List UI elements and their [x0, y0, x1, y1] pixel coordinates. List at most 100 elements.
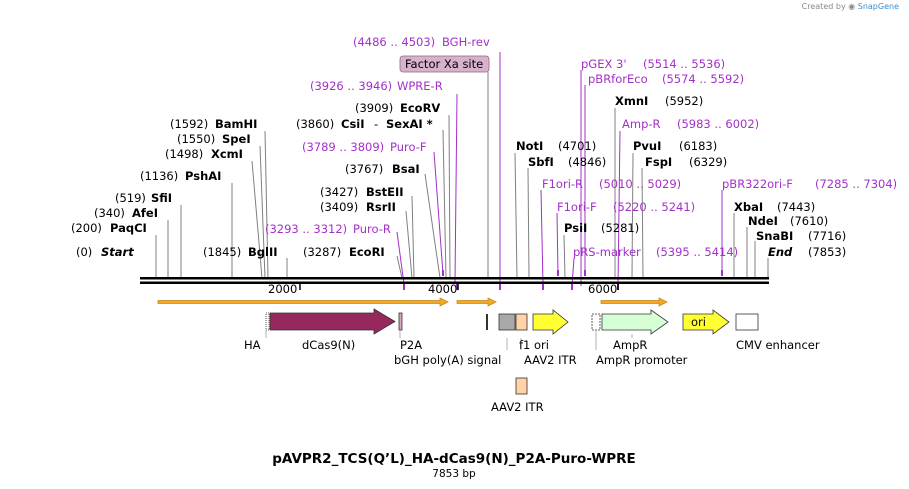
label-pbrforeco: pBRforEco: [588, 72, 648, 86]
orf-arrow-1: [157, 297, 449, 307]
label-bp-1550: (1550): [177, 132, 215, 146]
label-xcmi: XcmI: [211, 147, 243, 161]
label-f1ori-r: F1ori-R: [542, 177, 583, 191]
leader-fspi: [641, 167, 644, 279]
leader-purof: [433, 151, 444, 275]
ruler-tick-2000: 2000: [268, 282, 297, 296]
credit-prefix: Created by: [801, 2, 846, 11]
snapgene-credit: Created by ◉ SnapGene: [802, 2, 899, 11]
leader-prsmarker: [571, 257, 575, 287]
label-bp-1592: (1592): [170, 117, 208, 131]
leader-csii: [442, 129, 447, 279]
feature-bgh: [498, 313, 516, 331]
leader-bsai: [424, 173, 441, 279]
feature-label-p2a: P2A: [400, 338, 422, 352]
label-bp-340: (340): [94, 206, 125, 220]
features: [265, 55, 759, 395]
label-bp-3767: (3767): [345, 162, 383, 176]
feature-label-ori: ori: [691, 315, 706, 329]
label-sbfi: SbfI: [528, 155, 554, 169]
label-snabi: SnaBI: [756, 229, 793, 243]
label-sfii: SfiI: [151, 191, 172, 205]
label-bp-5010: (5010 .. 5029): [599, 177, 681, 191]
label-bp-3860: (3860): [296, 117, 334, 131]
ruler-tick-6000: 6000: [588, 282, 617, 296]
label-bp-3789: (3789 .. 3809): [302, 140, 384, 154]
label-bgh-rev: BGH-rev: [442, 35, 490, 49]
credit-brand: SnapGene: [857, 2, 899, 11]
label-bp-4701: (4701): [558, 139, 596, 153]
label-pshai: PshAI: [185, 169, 221, 183]
site-labels: (4486 .. 4503) BGH-rev Factor Xa site (3…: [71, 35, 897, 259]
label-paqci: PaqCI: [110, 221, 147, 235]
leader-noti: [514, 152, 518, 279]
label-bp-5983: (5983 .. 6002): [677, 117, 759, 131]
label-bp-3409: (3409): [320, 200, 358, 214]
feature-label-dcas9: dCas9(N): [302, 338, 355, 352]
label-f1ori-f: F1ori-F: [557, 200, 597, 214]
label-ecori: EcoRI: [349, 245, 385, 259]
feature-label-f1ori: f1 ori: [519, 338, 549, 352]
label-bp-519: (519): [115, 191, 146, 205]
label-amp-r-primer: Amp-R: [622, 117, 661, 131]
label-bp-3427: (3427): [320, 185, 358, 199]
label-psii: PsiI: [564, 221, 587, 235]
feature-ampr-promoter: [591, 313, 601, 331]
label-bsteii: BstEII: [366, 185, 404, 199]
leader-lines: [155, 52, 769, 287]
label-bp-7716: (7716): [808, 229, 846, 243]
label-fspi: FspI: [645, 155, 672, 169]
ruler-tick-4000: 4000: [428, 282, 457, 296]
label-ndei: NdeI: [748, 214, 778, 228]
label-bamhi: BamHI: [215, 117, 257, 131]
label-bp-5952: (5952): [665, 94, 703, 108]
feature-ori: [682, 309, 730, 335]
map-title: pAVPR2_TCS(Q’L)_HA-dCas9(N)_P2A-Puro-WPR…: [272, 451, 636, 467]
label-prs-marker: pRS-marker: [573, 245, 641, 259]
label-csii: CsiI: [341, 117, 365, 131]
feature-label-ha: HA: [244, 338, 261, 352]
label-bsai: BsaI: [392, 162, 420, 176]
feature-small-mark: [486, 314, 488, 330]
leader-bamhi: [264, 130, 269, 279]
feature-label-aav2-itr-bottom: AAV2 ITR: [491, 400, 544, 414]
orf-arrow-3: [600, 297, 668, 307]
feature-label-ampr-promoter: AmpR promoter: [596, 353, 688, 367]
feature-ampr: [601, 309, 669, 335]
label-bp-4846: (4846): [568, 155, 606, 169]
feature-labels: HA dCas9(N) P2A bGH poly(A) signal f1 or…: [244, 315, 820, 414]
label-bp-1498: (1498): [165, 147, 203, 161]
label-bp-5514: (5514 .. 5536): [643, 57, 725, 71]
map-subtitle: 7853 bp: [432, 468, 476, 480]
feature-factor-xa-box: [399, 55, 490, 73]
label-bp-1136: (1136): [140, 169, 178, 183]
leader-bsteii: [411, 195, 415, 279]
snapgene-logo-icon: ◉: [848, 2, 856, 11]
label-start: Start: [101, 245, 134, 259]
feature-label-bgh: bGH poly(A) signal: [394, 353, 501, 367]
feature-aav2-itr-1: [515, 313, 528, 331]
label-bp-1845: (1845): [203, 245, 241, 259]
label-bp-3926: (3926 .. 3946): [310, 79, 392, 93]
label-puro-f: Puro-F: [390, 140, 427, 154]
feature-label-ampr: AmpR: [613, 338, 647, 352]
label-bp-3293: (3293 .. 3312): [265, 222, 347, 236]
feature-ha: [265, 312, 270, 331]
leader-ampr-primer: [617, 130, 621, 287]
feature-p2a: [398, 312, 403, 331]
label-bp-5574: (5574 .. 5592): [662, 72, 744, 86]
leader-wprer: [454, 93, 458, 283]
label-rsrii: RsrII: [366, 200, 396, 214]
orf-arrow-2: [456, 297, 497, 307]
feature-label-aav2-itr-top: AAV2 ITR: [524, 353, 577, 367]
backbone: [140, 277, 769, 284]
feature-dcas9: [269, 308, 396, 335]
leader-puror: [396, 231, 405, 285]
label-bp-6329: (6329): [689, 155, 727, 169]
label-wpre-r: WPRE-R: [397, 79, 443, 93]
leader-pvui: [631, 152, 634, 279]
label-dash: -: [374, 117, 378, 131]
feature-cmv: [735, 313, 759, 331]
label-bp-3909: (3909): [355, 101, 393, 115]
label-bp-7443: (7443): [777, 200, 815, 214]
